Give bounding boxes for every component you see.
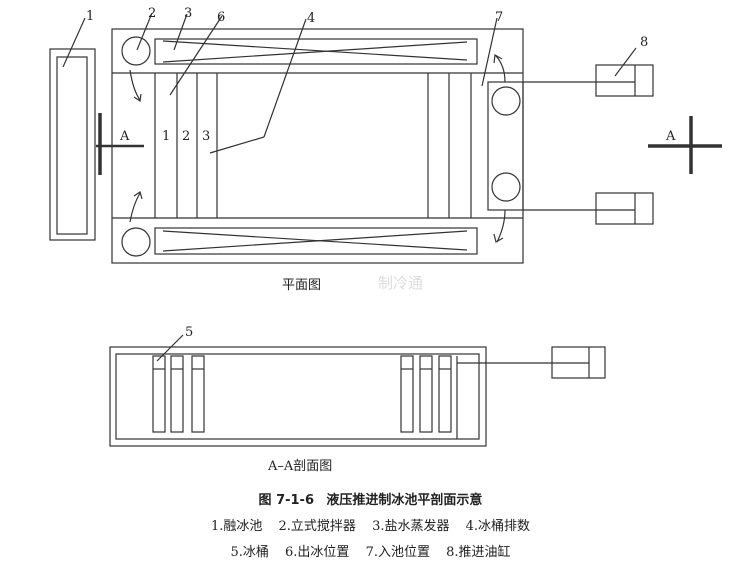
- entry-bay: [487, 81, 524, 211]
- section-letter-left: A: [119, 129, 130, 144]
- ice-pool-plan: [62, 12, 722, 362]
- section-marker-left: [96, 113, 144, 175]
- legend-item: 1.融冰池: [210, 519, 263, 534]
- plan-label: 平面图: [282, 278, 321, 293]
- agitator-bottom-left: [121, 227, 151, 257]
- hydraulic-cylinder-section: [457, 346, 606, 379]
- evaporator-bottom: [154, 227, 478, 255]
- callout-8: 8: [640, 35, 648, 50]
- legend-item: 5.冰桶: [230, 545, 269, 560]
- legend-item: 6.出冰位置: [285, 545, 350, 560]
- callout-6: 6: [217, 10, 225, 25]
- hydraulic-cylinder-bottom: [523, 192, 654, 225]
- section-letter-right: A: [665, 129, 676, 144]
- legend-item: 3.盐水蒸发器: [372, 519, 450, 534]
- agitator-top-left: [121, 36, 151, 66]
- evaporator-top: [154, 38, 478, 65]
- legend-item: 4.冰桶排数: [465, 519, 531, 534]
- section-label: A–A剖面图: [267, 459, 332, 474]
- legend-line-2: 5.冰桶 6.出冰位置 7.入池位置 8.推进油缸: [0, 541, 741, 560]
- row-number-3: 3: [202, 129, 210, 144]
- figure-number: 图 7-1-6: [258, 493, 315, 508]
- flow-arrows: [129, 54, 506, 243]
- watermark: 制冷通: [378, 274, 424, 292]
- figure-title: 图 7-1-6 液压推进制冰池平剖面示意: [0, 489, 741, 508]
- ice-buckets-right: [400, 355, 452, 433]
- callout-3: 3: [184, 6, 192, 21]
- callout-2: 2: [148, 6, 156, 21]
- figure-title-text: 液压推进制冰池平剖面示意: [326, 493, 483, 508]
- callout-7: 7: [495, 10, 503, 25]
- legend-item: 2.立式搅拌器: [278, 519, 356, 534]
- callout-4: 4: [307, 11, 315, 26]
- legend-item: 8.推进油缸: [446, 545, 511, 560]
- ice-buckets-left: [152, 355, 205, 433]
- leader-lines: [62, 12, 637, 362]
- section-marker-right: [648, 116, 722, 174]
- row-number-2: 2: [182, 129, 190, 144]
- callout-5: 5: [185, 325, 193, 340]
- hydraulic-cylinder-top: [523, 64, 654, 97]
- section-view: [109, 346, 606, 447]
- callout-1: 1: [86, 9, 94, 24]
- legend-line-1: 1.融冰池 2.立式搅拌器 3.盐水蒸发器 4.冰桶排数: [0, 515, 741, 534]
- melting-pool: [49, 48, 96, 241]
- ice-bucket-rows: [154, 73, 472, 218]
- legend-item: 7.入池位置: [365, 545, 430, 560]
- row-number-1: 1: [162, 129, 170, 144]
